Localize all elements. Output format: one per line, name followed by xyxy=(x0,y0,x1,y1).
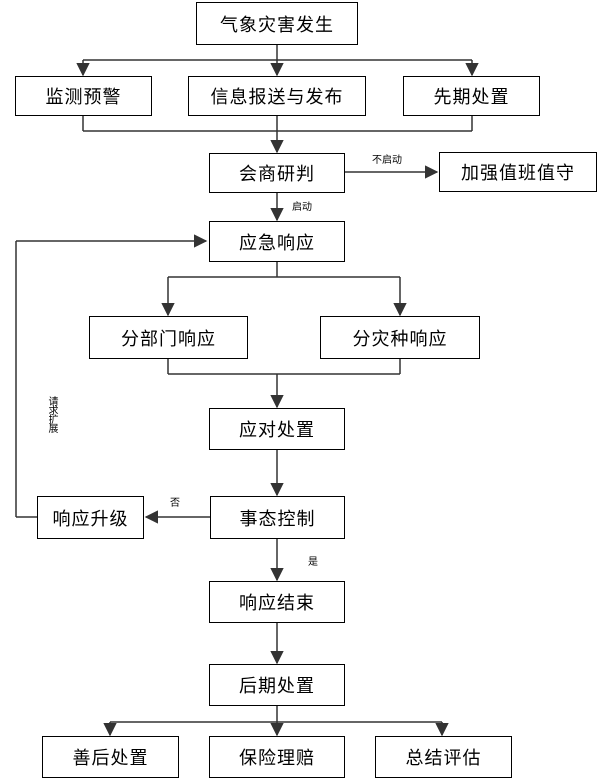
label-not-start: 不启动 xyxy=(372,155,402,166)
node-upgrade: 响应升级 xyxy=(37,496,144,539)
node-early: 先期处置 xyxy=(403,76,540,116)
node-duty: 加强值班值守 xyxy=(439,152,597,192)
node-aftermath: 善后处置 xyxy=(42,736,179,778)
node-summary: 总结评估 xyxy=(375,736,512,778)
label-request-expand: 请求扩展 xyxy=(46,396,57,432)
label-no: 否 xyxy=(170,498,180,509)
node-post: 后期处置 xyxy=(209,664,345,706)
node-emergency: 应急响应 xyxy=(209,221,345,262)
node-end: 响应结束 xyxy=(209,581,345,623)
node-consult: 会商研判 xyxy=(209,153,345,193)
label-start: 启动 xyxy=(292,202,312,213)
node-handle: 应对处置 xyxy=(209,408,345,450)
node-disaster: 气象灾害发生 xyxy=(196,2,358,45)
node-dept: 分部门响应 xyxy=(89,316,248,359)
node-insurance: 保险理赔 xyxy=(209,736,345,778)
label-yes: 是 xyxy=(308,557,318,568)
node-control: 事态控制 xyxy=(210,496,345,539)
node-type: 分灾种响应 xyxy=(320,316,480,359)
node-info: 信息报送与发布 xyxy=(188,76,366,116)
node-monitor: 监测预警 xyxy=(15,76,152,116)
